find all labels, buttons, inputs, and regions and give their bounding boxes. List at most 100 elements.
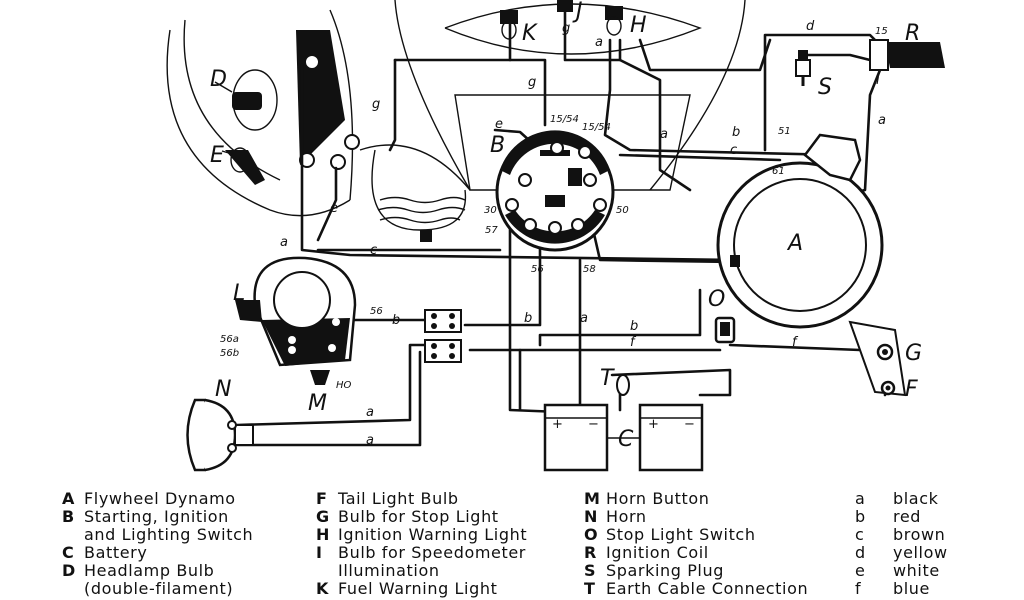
label-c: C xyxy=(618,427,634,452)
legend-text-cont: and Lighting Switch xyxy=(84,525,254,544)
label-h: H xyxy=(630,13,647,38)
term-50: 50 xyxy=(616,205,629,216)
wire-a-7: a xyxy=(366,433,374,448)
headlamp-reflector xyxy=(296,30,345,165)
switch-term-56: 56 xyxy=(370,306,383,317)
label-m: M xyxy=(308,391,327,416)
battery-minus-1: − xyxy=(588,417,599,432)
switch-term-56b: 56b xyxy=(220,348,239,359)
legend-text: yellow xyxy=(893,543,948,562)
legend-text: Sparking Plug xyxy=(606,561,724,580)
term-57: 57 xyxy=(485,225,498,236)
legend-text: Horn Button xyxy=(606,489,710,508)
term-51: 51 xyxy=(778,126,791,137)
wiring-diagram: D E B A R S K J H L M N C O G F 15 15/54… xyxy=(166,0,945,472)
legend-key: D xyxy=(62,561,76,580)
wire-f-2: f xyxy=(792,335,799,350)
wire-b-1: b xyxy=(732,125,740,140)
legend-text: Battery xyxy=(84,543,148,562)
label-d: D xyxy=(210,67,227,92)
label-b: B xyxy=(490,133,505,158)
legend-item: C Battery xyxy=(62,544,253,562)
bulb-h xyxy=(605,6,623,36)
legend-text: Headlamp Bulb xyxy=(84,561,215,580)
legend-text: black xyxy=(893,489,939,508)
legend-key: T xyxy=(584,579,596,598)
flywheel-dynamo-a xyxy=(716,133,884,329)
earth-connection-t xyxy=(616,374,630,396)
pilot-bulb-e xyxy=(221,147,265,185)
legend-item: S Sparking Plug xyxy=(584,562,808,580)
legend-item: K Fuel Warning Light xyxy=(316,580,527,598)
legend-key: A xyxy=(62,489,75,508)
term-61: 61 xyxy=(772,166,785,177)
legend-text: Fuel Warning Light xyxy=(338,579,498,598)
wire-a-3: a xyxy=(660,127,668,142)
horn-n xyxy=(186,398,254,472)
legend-key: N xyxy=(584,507,598,526)
legend-key: C xyxy=(62,543,75,562)
light-switch-l xyxy=(235,256,357,385)
term-30: 30 xyxy=(484,205,497,216)
switch-term-ho: HO xyxy=(336,380,352,391)
legend-key: K xyxy=(316,579,329,598)
legend-text: Starting, Ignition xyxy=(84,507,229,526)
battery-plus-1: + xyxy=(552,417,563,432)
legend-key: R xyxy=(584,543,597,562)
wire-c-1: c xyxy=(370,243,377,258)
wire-e-2: e xyxy=(495,117,503,132)
term-58: 58 xyxy=(583,264,596,275)
headlamp-bulb-d xyxy=(214,69,278,131)
junction-blocks xyxy=(424,309,462,363)
wire-f-1: f xyxy=(630,335,637,350)
legend-text: Bulb for Speedometer xyxy=(338,543,526,562)
legend-item: d yellow xyxy=(855,544,948,562)
ignition-coil-r xyxy=(869,39,945,71)
legend-text: Ignition Warning Light xyxy=(338,525,528,544)
legend-text: Ignition Coil xyxy=(606,543,709,562)
body-outline xyxy=(329,0,746,201)
legend-key: I xyxy=(316,543,323,562)
legend-key: F xyxy=(316,489,328,508)
legend-item: I Bulb for Speedometer xyxy=(316,544,527,562)
wire-b-2: b xyxy=(392,313,400,328)
label-l: L xyxy=(233,281,245,306)
label-j: J xyxy=(572,0,583,24)
legend-key: c xyxy=(855,525,865,544)
legend-key: e xyxy=(855,561,866,580)
wire-g-1: g xyxy=(372,97,380,112)
fuel-tank xyxy=(371,149,467,242)
legend-key: d xyxy=(855,543,866,562)
legend-key: M xyxy=(584,489,601,508)
legend-item: e white xyxy=(855,562,948,580)
legend-key: S xyxy=(584,561,597,580)
legend-text: Earth Cable Connection xyxy=(606,579,809,598)
wire-g-2: g xyxy=(528,75,536,90)
wire-a-6: a xyxy=(366,405,374,420)
stop-light-switch-o xyxy=(714,316,736,344)
term-56: 56 xyxy=(531,264,544,275)
tail-lamp-assembly xyxy=(848,320,907,397)
legend-text: Bulb for Stop Light xyxy=(338,507,499,526)
wire-a-5: a xyxy=(580,311,588,326)
legend-text: white xyxy=(893,561,940,580)
bulb-j xyxy=(557,0,573,12)
switch-b xyxy=(495,130,615,252)
wire-b-3: b xyxy=(524,311,532,326)
headlamp-assembly xyxy=(166,19,360,217)
horn-button-m xyxy=(310,370,330,385)
legend-item: D Headlamp Bulb xyxy=(62,562,253,580)
legend-text-cont: (double-filament) xyxy=(84,579,234,598)
label-s: S xyxy=(818,75,832,100)
wire-a-2: a xyxy=(595,35,603,50)
